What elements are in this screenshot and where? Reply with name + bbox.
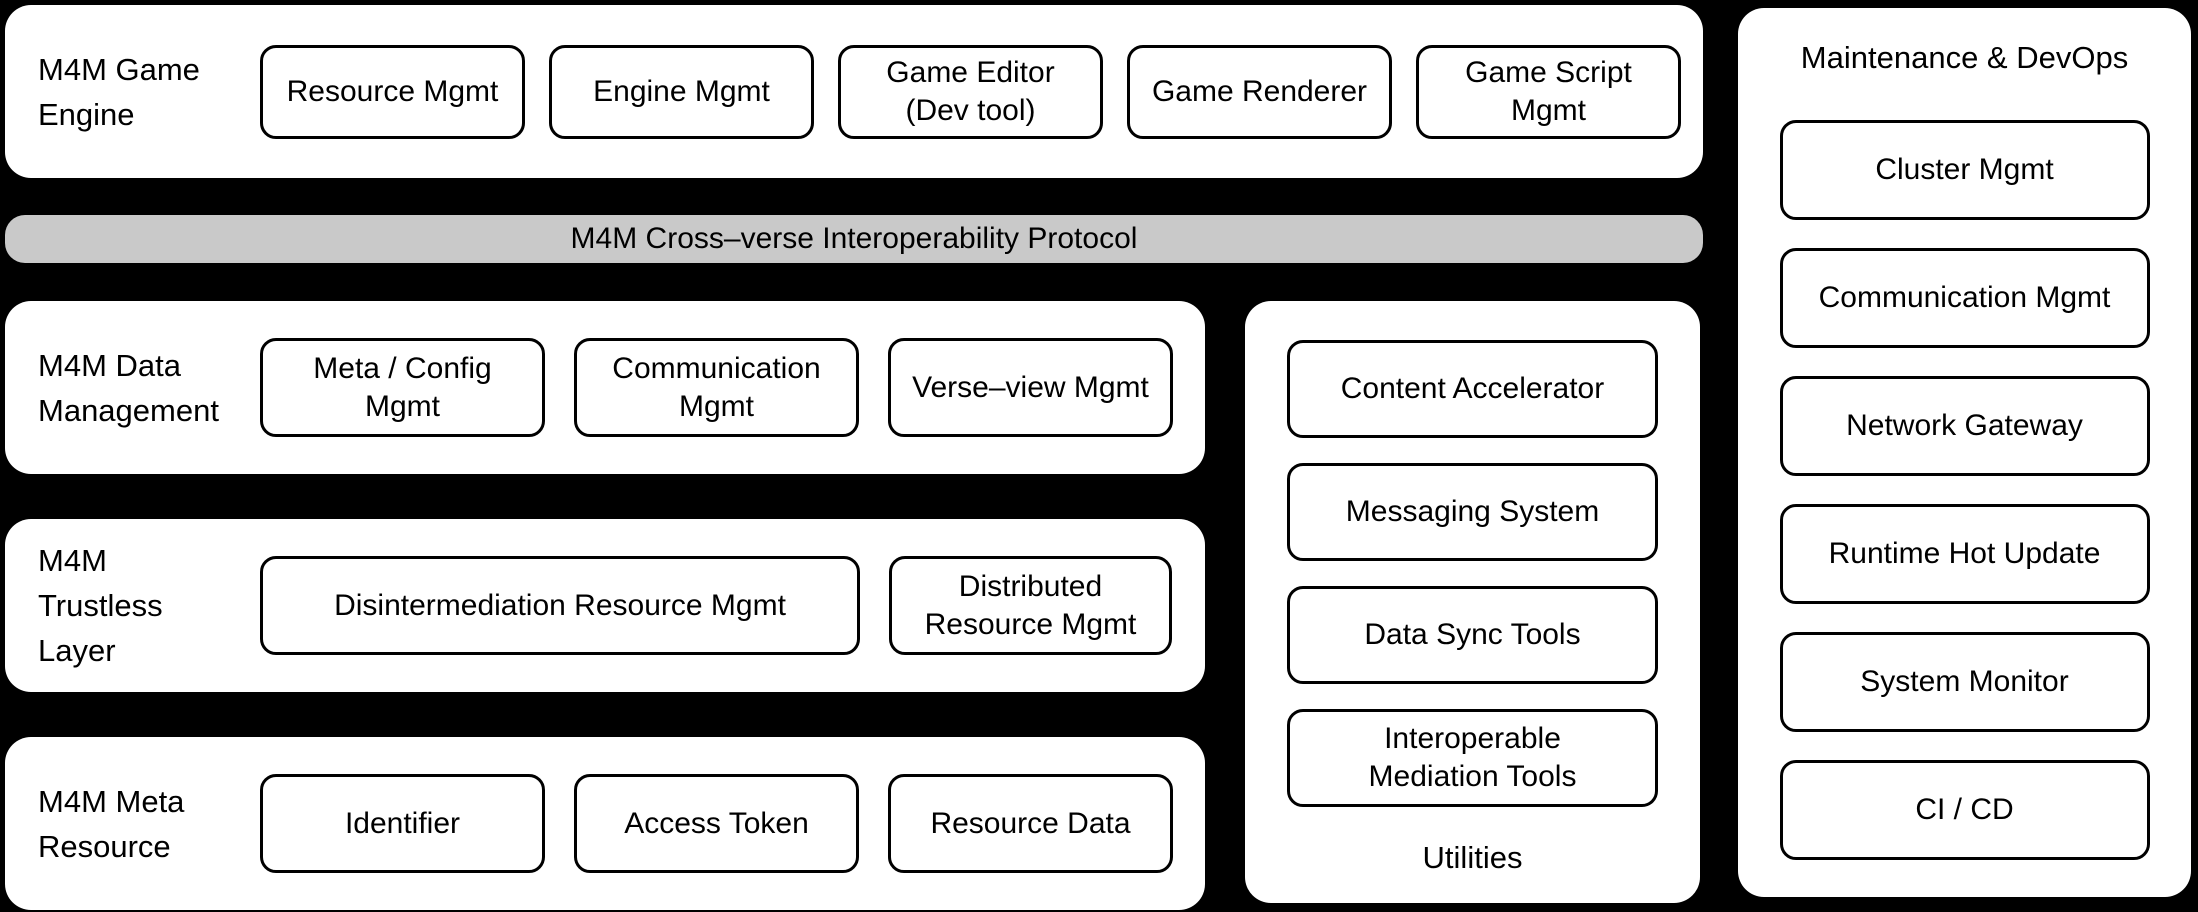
layer-label-game-engine: M4M Game Engine — [38, 51, 200, 132]
box-resource-mgmt: Resource Mgmt — [260, 44, 525, 139]
panel-game-engine: M4M Game Engine Resource Mgmt Engine Mgm… — [5, 5, 1703, 178]
panel-meta-resource: M4M Meta Resource Identifier Access Toke… — [5, 737, 1205, 910]
box-column-maintenance-devops: Cluster Mgmt Communication Mgmt Network … — [1779, 120, 2150, 860]
box-identifier: Identifier — [260, 774, 545, 873]
box-game-script-mgmt: Game Script Mgmt — [1416, 44, 1681, 139]
box-disintermediation-resource-mgmt: Disintermediation Resource Mgmt — [260, 556, 860, 655]
box-meta-config-mgmt: Meta / Config Mgmt — [260, 338, 545, 437]
box-runtime-hot-update: Runtime Hot Update — [1779, 504, 2150, 604]
box-row-meta-resource: Identifier Access Token Resource Data — [260, 774, 1173, 873]
box-row-trustless-layer: Disintermediation Resource Mgmt Distribu… — [260, 556, 1172, 655]
box-game-renderer: Game Renderer — [1127, 44, 1392, 139]
box-row-game-engine: Resource Mgmt Engine Mgmt Game Editor (D… — [260, 44, 1681, 139]
box-communication-mgmt-devops: Communication Mgmt — [1779, 248, 2150, 348]
box-access-token: Access Token — [574, 774, 859, 873]
box-game-editor: Game Editor (Dev tool) — [838, 44, 1103, 139]
box-engine-mgmt: Engine Mgmt — [549, 44, 814, 139]
layer-label-meta-resource: M4M Meta Resource — [38, 783, 185, 864]
protocol-bar-label: M4M Cross–verse Interoperability Protoco… — [570, 222, 1138, 255]
layer-label-data-management: M4M Data Management — [38, 347, 219, 428]
maintenance-devops-title: Maintenance & DevOps — [1800, 40, 2129, 75]
box-data-sync-tools: Data Sync Tools — [1287, 586, 1658, 684]
panel-trustless-layer: M4M Trustless Layer Disintermediation Re… — [5, 519, 1205, 692]
panel-maintenance-devops: Maintenance & DevOps Cluster Mgmt Commun… — [1738, 8, 2191, 897]
protocol-bar: M4M Cross–verse Interoperability Protoco… — [5, 215, 1703, 263]
box-cluster-mgmt: Cluster Mgmt — [1779, 120, 2150, 220]
box-distributed-resource-mgmt: Distributed Resource Mgmt — [889, 556, 1172, 655]
box-interoperable-mediation-tools: Interoperable Mediation Tools — [1287, 709, 1658, 807]
box-ci-cd: CI / CD — [1779, 760, 2150, 860]
layer-label-trustless-layer: M4M Trustless Layer — [38, 543, 163, 668]
box-system-monitor: System Monitor — [1779, 632, 2150, 732]
box-communication-mgmt: Communication Mgmt — [574, 338, 859, 437]
box-row-data-management: Meta / Config Mgmt Communication Mgmt Ve… — [260, 338, 1173, 437]
panel-utilities: Content Accelerator Messaging System Dat… — [1245, 301, 1700, 903]
box-resource-data: Resource Data — [888, 774, 1173, 873]
box-verse-view-mgmt: Verse–view Mgmt — [888, 338, 1173, 437]
box-content-accelerator: Content Accelerator — [1287, 340, 1658, 438]
utilities-title: Utilities — [1422, 840, 1523, 875]
panel-data-management: M4M Data Management Meta / Config Mgmt C… — [5, 301, 1205, 474]
box-network-gateway: Network Gateway — [1779, 376, 2150, 476]
box-messaging-system: Messaging System — [1287, 463, 1658, 561]
